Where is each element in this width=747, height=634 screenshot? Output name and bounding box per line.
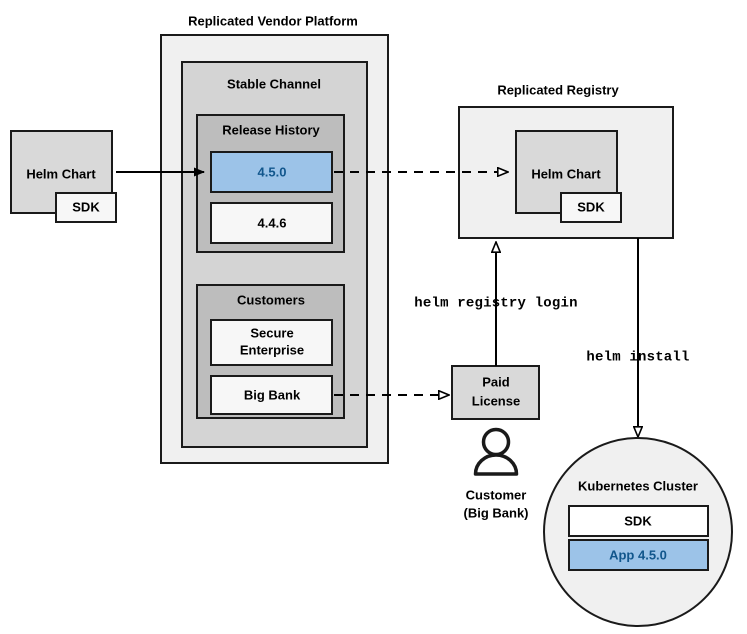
registry-sdk-box: [560, 192, 622, 223]
registry-sdk-label: SDK: [577, 199, 605, 214]
release-item-4-5-0-label: 4.5.0: [258, 164, 287, 179]
command-helm-registry-login: helm registry login: [414, 296, 577, 312]
customer-big-bank[interactable]: [210, 375, 333, 415]
customer-secure-enterprise-label-line1: Secure: [250, 325, 293, 340]
stable-channel-title: Stable Channel: [227, 76, 321, 91]
cluster-title: Kubernetes Cluster: [578, 478, 698, 493]
paid-license-label-line2: License: [472, 393, 520, 408]
customer-big-bank-label: Big Bank: [244, 387, 301, 402]
release-item-4-4-6-label: 4.4.6: [258, 215, 287, 230]
source-helm-chart-label: Helm Chart: [26, 166, 96, 181]
registry-helm-chart-label: Helm Chart: [531, 166, 601, 181]
registry-title: Replicated Registry: [497, 82, 619, 97]
cluster-item-app[interactable]: [568, 539, 709, 571]
release-history-title: Release History: [222, 122, 320, 137]
source-sdk-label: SDK: [72, 199, 100, 214]
platform-title: Replicated Vendor Platform: [188, 13, 358, 28]
cluster-item-sdk-label: SDK: [624, 513, 652, 528]
customer-secure-enterprise[interactable]: [210, 319, 333, 366]
release-item-4-4-6[interactable]: [210, 202, 333, 244]
cluster-item-app-label: App 4.5.0: [609, 547, 667, 562]
person-icon: [473, 427, 519, 476]
release-item-4-5-0[interactable]: [210, 151, 333, 193]
customer-secure-enterprise-label-line2: Enterprise: [240, 342, 304, 357]
paid-license-label-line1: Paid: [482, 374, 510, 389]
customers-title: Customers: [237, 292, 305, 307]
cluster-item-sdk[interactable]: [568, 505, 709, 537]
customer-actor-label-line1: Customer: [466, 487, 527, 502]
customer-actor-label-line2: (Big Bank): [464, 505, 529, 520]
command-helm-install: helm install: [586, 350, 689, 366]
source-sdk-box: [55, 192, 117, 223]
